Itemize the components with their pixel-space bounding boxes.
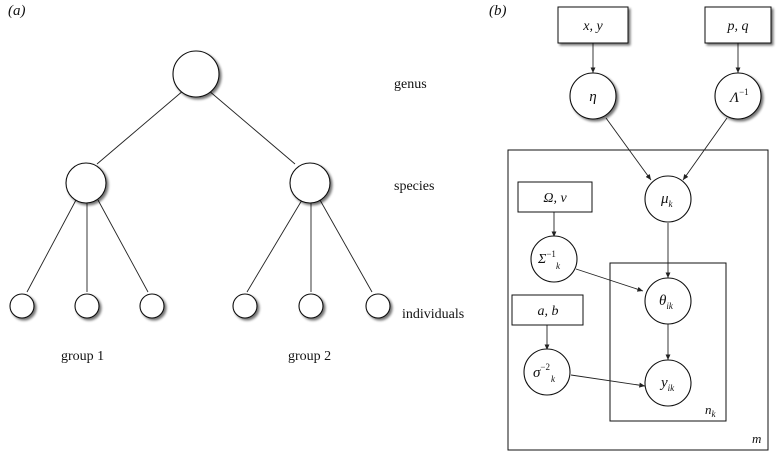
edge-species1-ind3 bbox=[97, 199, 149, 293]
node-sigma-big-k bbox=[530, 235, 578, 283]
hyperparameter-box-omega-nu bbox=[517, 181, 593, 213]
node-lambda-label: Λ−1 bbox=[728, 87, 749, 106]
edge-species1-ind1 bbox=[26, 199, 77, 293]
edge-genus-species1 bbox=[96, 89, 185, 165]
species-node-2 bbox=[289, 162, 331, 204]
hyperparameter-omega-nu-text: Ω, ν bbox=[543, 191, 567, 206]
tree-edges bbox=[26, 89, 373, 293]
node-mu-k bbox=[644, 175, 692, 223]
node-y-ik bbox=[644, 359, 692, 407]
arrow-sigmasmall-y bbox=[570, 374, 646, 388]
hyperparameter-ab-text: a, b bbox=[538, 304, 559, 319]
hyperparameter-box-xy bbox=[557, 6, 629, 44]
panel-b-label: (b) bbox=[489, 3, 507, 19]
level-label-species: species bbox=[394, 179, 434, 194]
plate-inner-label: nk bbox=[705, 402, 717, 419]
plate-outer-label: m bbox=[752, 431, 761, 446]
node-eta-label: η bbox=[589, 89, 596, 105]
node-sigma-small-k bbox=[523, 348, 571, 396]
node-mu-label: μk bbox=[660, 191, 674, 209]
node-lambda bbox=[714, 72, 762, 120]
node-sigma-small-label: σ−2k bbox=[533, 362, 556, 384]
edge-species2-ind3 bbox=[319, 199, 373, 293]
genus-node bbox=[172, 50, 220, 98]
plate-outer-m bbox=[507, 149, 769, 451]
edge-genus-species2 bbox=[207, 89, 296, 165]
node-theta-ik bbox=[644, 277, 692, 325]
arrow-lambda-mu bbox=[682, 117, 728, 181]
arrow-eta-mu bbox=[605, 117, 652, 181]
hyperparameter-box-ab bbox=[511, 294, 584, 326]
group-label-2: group 2 bbox=[288, 349, 331, 364]
level-label-genus: genus bbox=[394, 77, 427, 92]
individual-node-4 bbox=[232, 293, 258, 319]
hyperparameter-box-pq bbox=[704, 6, 772, 44]
hyperparameter-pq-text: p, q bbox=[727, 19, 749, 34]
node-eta bbox=[569, 72, 617, 120]
level-label-individuals: individuals bbox=[402, 307, 464, 322]
panel-a-label: (a) bbox=[8, 3, 26, 19]
individual-node-2 bbox=[74, 293, 100, 319]
node-theta-label: θik bbox=[659, 293, 674, 311]
individual-node-6 bbox=[365, 293, 391, 319]
individual-node-5 bbox=[298, 293, 324, 319]
dependency-arrows bbox=[544, 43, 741, 388]
arrow-sigmabig-theta bbox=[575, 268, 644, 292]
node-sigma-big-label: Σ−1k bbox=[537, 249, 561, 271]
panel-b: (b) x, y p, q Ω, ν a, b η Λ− bbox=[489, 3, 772, 451]
edge-species2-ind1 bbox=[246, 199, 303, 293]
individual-node-1 bbox=[9, 293, 35, 319]
hyperparameter-xy-text: x, y bbox=[582, 19, 603, 34]
panel-a: (a) genus species individuals group 1 gr… bbox=[8, 3, 464, 364]
node-y-label: yik bbox=[659, 375, 675, 393]
species-node-1 bbox=[65, 162, 107, 204]
individual-node-3 bbox=[139, 293, 165, 319]
group-label-1: group 1 bbox=[61, 349, 104, 364]
